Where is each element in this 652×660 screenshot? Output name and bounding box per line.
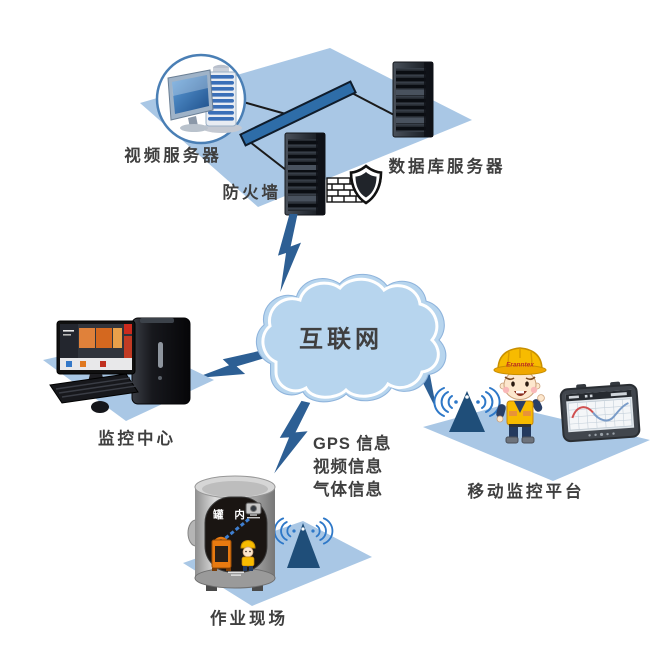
database-server-label: 数据库服务器 [389,156,506,176]
info-gps: GPS 信息 [313,433,391,453]
internet-label: 互联网 [299,326,383,353]
worker-face [499,370,541,400]
pc-keyboard [49,373,139,404]
monitoring-center-node: 监控中心 [43,317,214,448]
link-firewall-internet [278,214,301,292]
worker-arms [496,394,545,423]
site-antenna-tip-dot [301,527,305,531]
mobile-platform-node: Eranntex [423,347,650,501]
interior-mini-worker [240,539,256,571]
tablet-chart-blue-curve [592,402,629,422]
storage-tank: 罐 内 [187,475,276,591]
info-gas: 气体信息 [312,479,383,499]
connection-line-switch-database [349,91,397,117]
pc-monitor [56,320,136,388]
tower-server-glyph [205,64,237,127]
worker-character: Eranntex [493,347,547,444]
firewall-shield-icon [326,164,383,205]
worker-hard-hat: Eranntex [493,347,547,376]
worker-body [505,400,535,444]
mobile-platform-label: 移动监控平台 [468,481,585,501]
tablet-chart-grid [568,399,632,430]
network-switch-bar [239,80,357,147]
wifi-waves-left [432,386,458,418]
site-antenna-icon [287,523,320,568]
uplink-info-labels: GPS 信息 视频信息 气体信息 [312,433,391,499]
interior-signal-beam [221,517,250,543]
interior-gas-detector [211,536,232,571]
tank-interior-label: 罐 内 [212,508,249,521]
tablet-chart-red-curve [571,406,594,419]
work-site-label: 作业现场 [210,608,288,628]
monitor-glyph [167,69,214,132]
internet-cloud: 互联网 [255,273,447,403]
video-server-icon [155,53,247,145]
pc-tower [131,317,191,405]
interior-camera-icon [245,502,262,519]
mobile-antenna-icon [449,391,485,432]
work-site-node: 罐 内 [183,475,372,628]
tank-fine-print [228,571,244,576]
pc-mouse [91,401,109,413]
link-internet-work-site [271,398,314,479]
rugged-tablet [559,381,641,443]
antenna-tip-dot [465,395,469,399]
monitoring-center-label: 监控中心 [98,428,176,448]
cloud-body [261,277,440,399]
connection-line-switch-firewall [249,141,287,171]
video-server-label: 视频服务器 [124,145,222,165]
firewall-label: 防火墙 [223,182,282,202]
firewall-server-rack [284,132,326,216]
info-video: 视频信息 [313,456,383,476]
helmet-brand-text: Eranntex [506,362,534,369]
database-server-rack [392,61,434,138]
